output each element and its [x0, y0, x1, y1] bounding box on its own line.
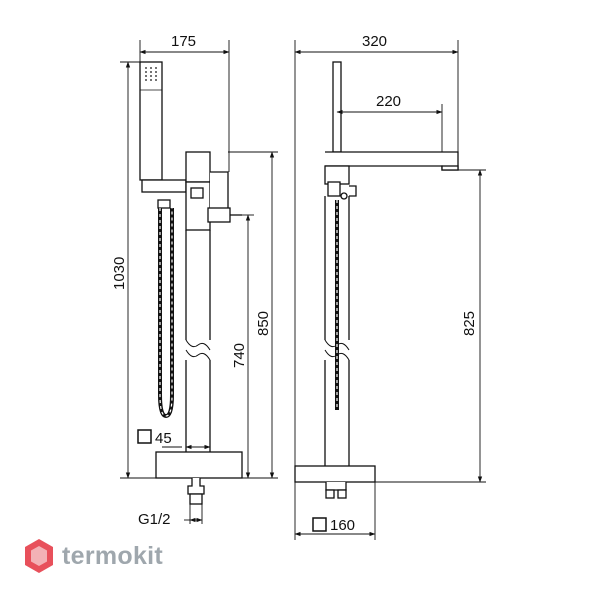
- shower-nozzles-icon: [145, 67, 157, 81]
- dim-175: 175: [171, 33, 196, 50]
- left-dimensions: [120, 40, 278, 524]
- dim-320: 320: [362, 33, 387, 50]
- left-view: [120, 40, 278, 524]
- dim-g12: G1/2: [138, 511, 171, 528]
- dim-160: 160: [330, 517, 355, 534]
- dim-850: 850: [255, 311, 272, 336]
- dim-1030: 1030: [111, 257, 128, 290]
- dim-220: 220: [376, 93, 401, 110]
- brand-hexagon-icon: [25, 539, 53, 573]
- faucet-column: [155, 151, 243, 505]
- brand-logo: termokit: [24, 536, 163, 576]
- square-section-icon: [312, 517, 327, 532]
- dim-740: 740: [231, 343, 248, 368]
- square-section-icon: [137, 429, 152, 444]
- dim-45: 45: [155, 430, 172, 447]
- brand-name: termokit: [62, 541, 164, 570]
- right-dimensions: [294, 40, 486, 540]
- faucet-side-profile: [294, 61, 459, 499]
- shower-hose: [157, 199, 174, 419]
- dim-825: 825: [461, 311, 478, 336]
- right-view: [294, 40, 486, 540]
- hand-shower: [139, 61, 187, 193]
